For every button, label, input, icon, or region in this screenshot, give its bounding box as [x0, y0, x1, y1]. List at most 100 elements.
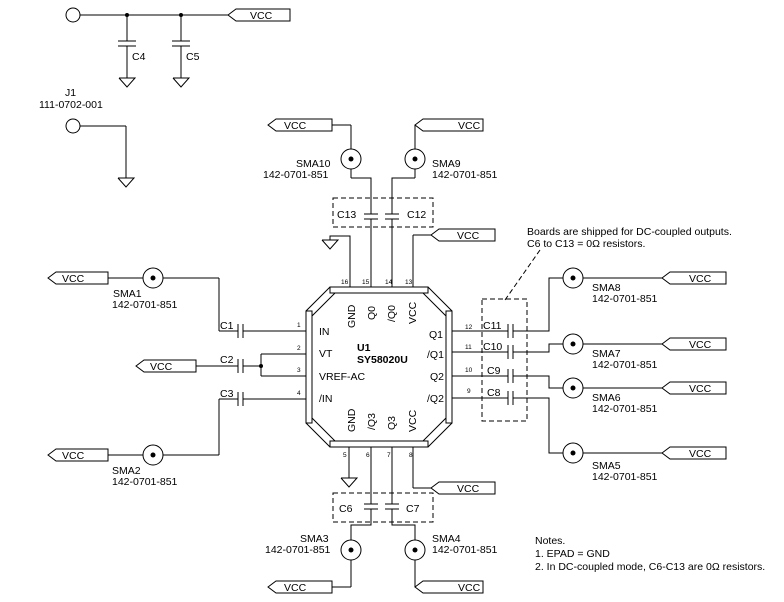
sma10-connector: VCC SMA10 142-0701-851 [263, 118, 372, 214]
pin-name-gnd-bottom: GND [346, 408, 358, 432]
vcc-label: VCC [457, 483, 480, 495]
ic-u1: U1 SY58020U IN VT VREF-AC /IN 1 2 3 4 Q1… [297, 279, 473, 459]
sma4-connector: VCC SMA4 142-0701-851 [391, 509, 498, 594]
c1-capacitor: C1 [219, 320, 306, 338]
vcc-label: VCC [457, 230, 480, 242]
vcc-label: VCC [62, 273, 85, 285]
pin13-vcc: VCC [412, 228, 496, 287]
sma9-connector: VCC SMA9 142-0701-851 [391, 118, 498, 214]
sma4-part: 142-0701-851 [432, 544, 498, 556]
sma5-part: 142-0701-851 [592, 471, 658, 483]
c2-capacitor: VCC C2 [135, 353, 306, 377]
pin-name-in: IN [319, 326, 330, 338]
dc-coupled-annotation: Boards are shipped for DC-coupled output… [504, 226, 732, 301]
pin16-ground [321, 235, 351, 287]
c8-label: C8 [487, 387, 501, 399]
sma6-part: 142-0701-851 [592, 403, 658, 415]
j1-ref: J1 [65, 87, 76, 99]
c2-label: C2 [220, 354, 234, 366]
pin-name-q3: Q3 [386, 416, 398, 430]
ground-symbol [340, 477, 359, 488]
c12-label: C12 [407, 209, 426, 221]
pin-number-7: 7 [387, 452, 391, 459]
c11-label: C11 [483, 320, 502, 332]
pin-number-16: 16 [341, 279, 349, 286]
sma8-part: 142-0701-851 [592, 293, 658, 305]
ground-symbol [118, 77, 137, 88]
j1-part: 111-0702-001 [39, 99, 103, 111]
vcc-flag [414, 118, 484, 132]
c6-c7-capacitors: C6 C7 [332, 447, 434, 523]
vcc-flag [414, 580, 484, 594]
power-input-section: VCC C4 C5 [65, 7, 291, 88]
sma3-part: 142-0701-851 [265, 544, 331, 556]
pin-name-q2: Q2 [430, 371, 444, 383]
vcc-flag [227, 8, 291, 22]
sma7-part: 142-0701-851 [592, 359, 658, 371]
ground-symbol [117, 177, 136, 188]
sma3-ref: SMA3 [300, 533, 329, 545]
vcc-flag [661, 271, 727, 285]
c3-capacitor: C3 [219, 388, 306, 406]
pin-name-q0: Q0 [366, 306, 378, 320]
pin-name-vt: VT [319, 348, 333, 360]
pin-number-12: 12 [465, 324, 473, 331]
vcc-label: VCC [150, 361, 173, 373]
vcc-label: VCC [689, 383, 712, 395]
right-output-caps: C11 C10 C9 C8 [452, 298, 528, 422]
ic-inner-outline [311, 292, 447, 442]
pin-name-gnd-top: GND [346, 304, 358, 328]
pin-name-nq0: /Q0 [386, 305, 398, 322]
pin-number-13: 13 [405, 279, 413, 286]
pin-number-9: 9 [467, 388, 471, 395]
pin-name-vcc-top: VCC [407, 301, 419, 324]
c7-label: C7 [406, 503, 420, 515]
c1-label: C1 [220, 320, 234, 332]
vcc-label: VCC [62, 450, 85, 462]
pin-number-10: 10 [465, 367, 473, 374]
sma8-connector: VCC SMA8 142-0701-851 [513, 267, 727, 332]
ic-part: SY58020U [357, 354, 408, 366]
dashed-box [332, 197, 434, 228]
sma4-ref: SMA4 [432, 533, 461, 545]
vcc-flag [267, 580, 333, 594]
sma5-ref: SMA5 [592, 460, 621, 472]
sma2-ref: SMA2 [112, 465, 141, 477]
c13-c12-capacitors: C13 C12 [332, 197, 434, 287]
pin-name-q1: Q1 [429, 329, 443, 341]
pin-name-nin: /IN [319, 393, 332, 405]
vcc-flag [661, 446, 727, 460]
pin-number-14: 14 [385, 279, 393, 286]
c3-label: C3 [220, 388, 234, 400]
sma6-connector: VCC SMA6 142-0701-851 [513, 375, 727, 415]
vcc-label: VCC [458, 582, 481, 594]
pin-number-1: 1 [297, 322, 301, 329]
vcc-label: VCC [458, 120, 481, 132]
ground-symbol [321, 239, 340, 250]
note-1: 1. EPAD = GND [535, 548, 610, 560]
c4-label: C4 [132, 51, 146, 63]
pin-number-2: 2 [297, 345, 301, 352]
notes-block: Notes. 1. EPAD = GND 2. In DC-coupled mo… [535, 535, 765, 573]
pin-number-11: 11 [465, 344, 472, 351]
power-terminal [65, 7, 81, 23]
vcc-flag [661, 337, 727, 351]
pin-name-nq1: /Q1 [427, 349, 444, 361]
pin-number-3: 3 [297, 367, 301, 374]
sma2-part: 142-0701-851 [112, 476, 178, 488]
vcc-flag [47, 448, 109, 462]
pin-name-vref: VREF-AC [319, 371, 366, 383]
vcc-flag [661, 381, 727, 395]
vcc-label: VCC [689, 273, 712, 285]
vcc-label: VCC [284, 582, 307, 594]
note-2: 2. In DC-coupled mode, C6-C13 are 0Ω res… [535, 561, 765, 573]
c13-label: C13 [337, 209, 356, 221]
vcc-flag [430, 228, 496, 242]
sma3-connector: VCC SMA3 142-0701-851 [265, 509, 372, 594]
annotation-line-1: Boards are shipped for DC-coupled output… [527, 226, 732, 238]
sma10-ref: SMA10 [296, 158, 331, 170]
sma9-part: 142-0701-851 [432, 169, 498, 181]
sma9-ref: SMA9 [432, 158, 461, 170]
